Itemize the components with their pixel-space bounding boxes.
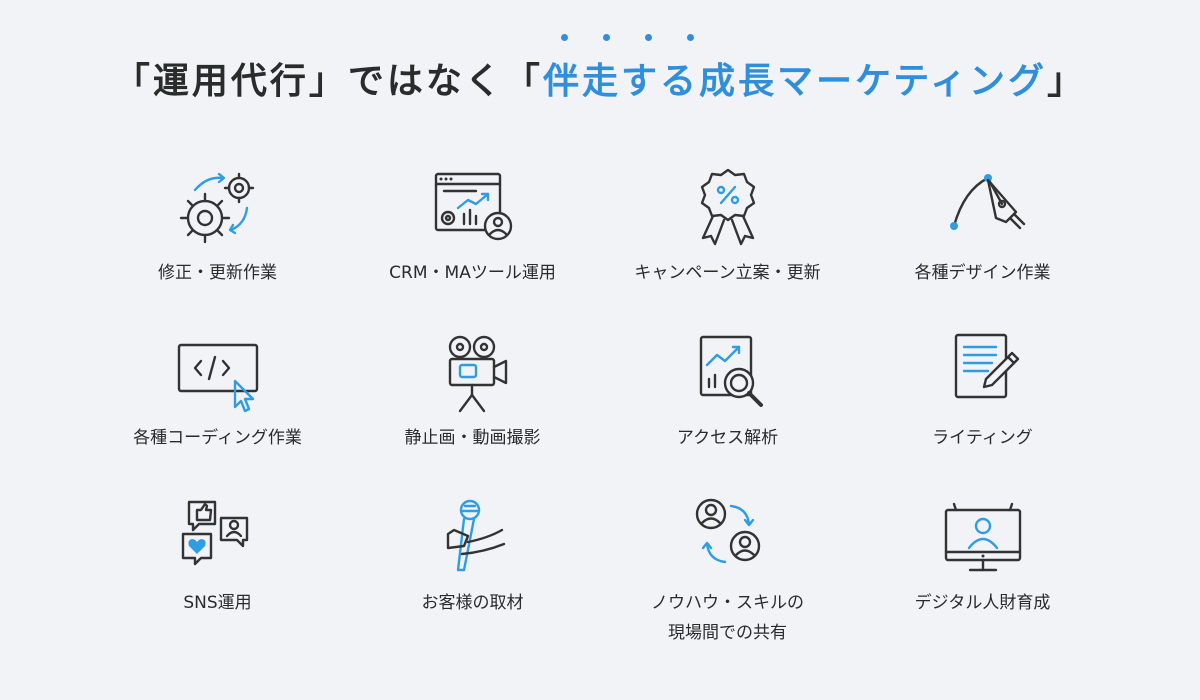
service-label: アクセス解析 [676,428,779,448]
social-bubbles-icon [181,500,248,566]
service-item: 静止画・動画撮影 [345,325,600,453]
headline-prefix: 「運用代行」ではなく「 [113,61,543,102]
service-item: CRM・MAツール運用 [345,160,600,288]
microphone-hand-icon [446,499,505,572]
pen-tool-icon [949,174,1025,230]
service-label: 修正・更新作業 [158,263,277,283]
service-label: お客様の取材 [421,593,524,613]
video-camera-icon [448,335,507,413]
service-item: SNS運用 [90,490,345,618]
service-label: デジタル人財育成 [914,593,1051,613]
service-label: CRM・MAツール運用 [389,263,556,283]
service-item: デジタル人財育成 [855,490,1110,618]
emphasis-dots [547,34,727,42]
service-item: 各種コーディング作業 [90,325,345,453]
percent-ribbon-icon [700,168,755,246]
service-item: キャンペーン立案・更新 [600,160,855,288]
service-item: お客様の取材 [345,490,600,618]
dashboard-user-icon [434,172,512,241]
headline-accent: 伴走する成長マーケティング [542,34,1048,104]
service-label: 各種デザイン作業 [914,263,1051,283]
chart-magnifier-icon [699,335,763,407]
service-label: 各種コーディング作業 [133,428,302,448]
service-label: ライティング [932,428,1033,448]
monitor-person-icon [944,502,1021,572]
people-exchange-icon [695,498,760,564]
service-item: アクセス解析 [600,325,855,453]
service-item: ライティング [855,325,1110,453]
page-headline: 「運用代行」ではなく「伴走する成長マーケティング」 [0,34,1200,104]
code-monitor-icon [177,343,258,413]
service-label: キャンペーン立案・更新 [634,263,821,283]
document-pencil-icon [954,333,1019,399]
service-label: 静止画・動画撮影 [404,428,541,448]
service-label: ノウハウ・スキルの 現場間での共有 [651,593,804,643]
service-label: SNS運用 [183,593,252,613]
service-item: ノウハウ・スキルの 現場間での共有 [600,490,855,648]
gears-cycle-icon [179,172,254,244]
service-item: 修正・更新作業 [90,160,345,288]
headline-accent-text: 伴走する成長マーケティング [542,61,1048,102]
headline-suffix: 」 [1047,61,1087,102]
service-item: 各種デザイン作業 [855,160,1110,288]
